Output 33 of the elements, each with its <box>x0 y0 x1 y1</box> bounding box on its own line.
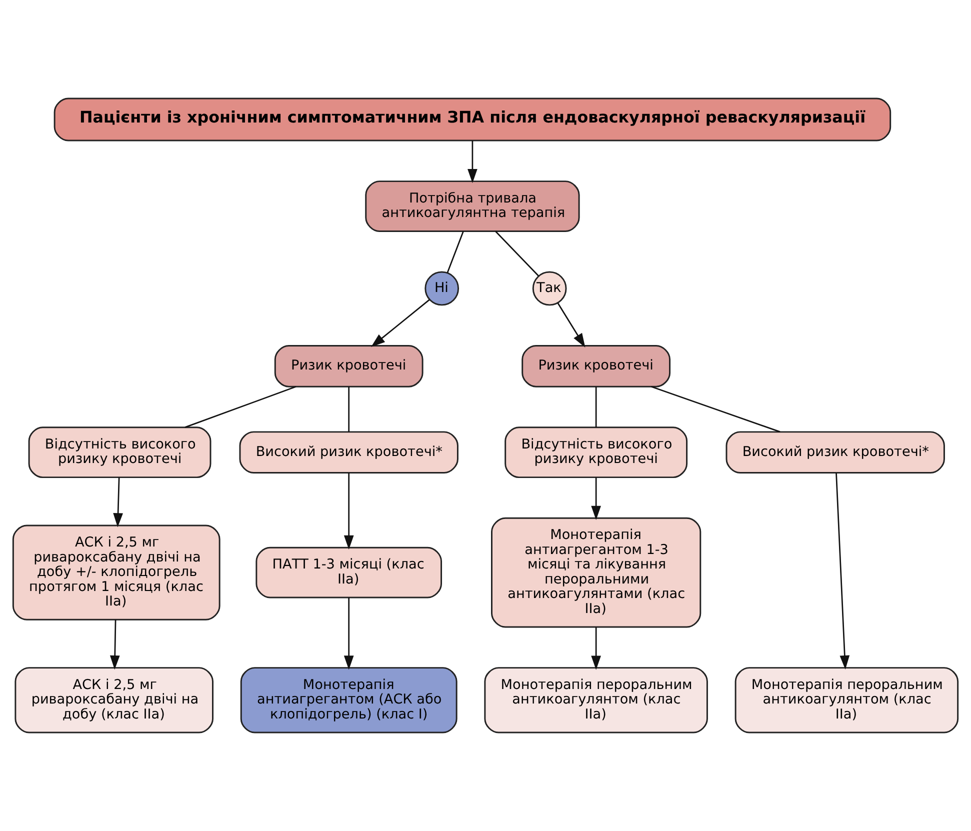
node-box: Ризик кровотечі <box>274 345 424 388</box>
node-circle: Ні <box>424 271 460 306</box>
arrow <box>371 299 430 348</box>
node-box: АСК і 2,5 мг ривароксабану двічі на добу +/- клопідогрель протягом 1 місяця (клас IIa) <box>12 524 220 620</box>
node-circle: Так <box>532 271 567 306</box>
connector <box>184 386 296 428</box>
node-box: Високий ризик кровотечі* <box>726 431 945 474</box>
arrow <box>468 140 478 184</box>
node-box: Монотерапія антиагрегантом 1-3 місяці та лікування пероральними антикоагулянтами (клас IIa) <box>491 517 702 628</box>
node-box: Відсутність високого ризику кровотечі <box>28 426 212 478</box>
arrow <box>591 477 601 520</box>
arrow <box>110 620 120 670</box>
arrow <box>113 477 123 528</box>
arrow <box>557 302 586 348</box>
node-box: АСК і 2,5 мг ривароксабану двічі на добу (клас IIa) <box>14 667 214 734</box>
connector <box>348 386 350 432</box>
node-box: Монотерапія пероральним антикоагулянтом (клас IIa) <box>734 667 959 734</box>
node-box: ПАТТ 1-3 місяці (клас IIa) <box>256 546 442 598</box>
arrow <box>344 598 354 670</box>
node-box: Пацієнти із хронічним симптоматичним ЗПА після ендоваскулярної реваскуляризації <box>54 98 892 142</box>
node-box: Високий ризик кровотечі* <box>239 431 458 474</box>
connector <box>495 230 539 276</box>
connector <box>651 386 780 432</box>
node-box: Монотерапія пероральним антикоагулянтом (клас IIa) <box>484 667 708 734</box>
connector <box>446 231 464 273</box>
node-box: Монотерапія антиагрегантом (АСК або клопідогрель) (клас I) <box>240 667 458 734</box>
arrow <box>344 472 354 550</box>
node-box: Потрібна тривала антикоагулянтна терапія <box>365 180 580 232</box>
arrow <box>836 473 850 670</box>
node-box: Відсутність високого ризику кровотечі <box>504 426 688 478</box>
connector <box>595 386 597 428</box>
arrow <box>591 627 601 670</box>
node-box: Ризик кровотечі <box>522 345 671 388</box>
